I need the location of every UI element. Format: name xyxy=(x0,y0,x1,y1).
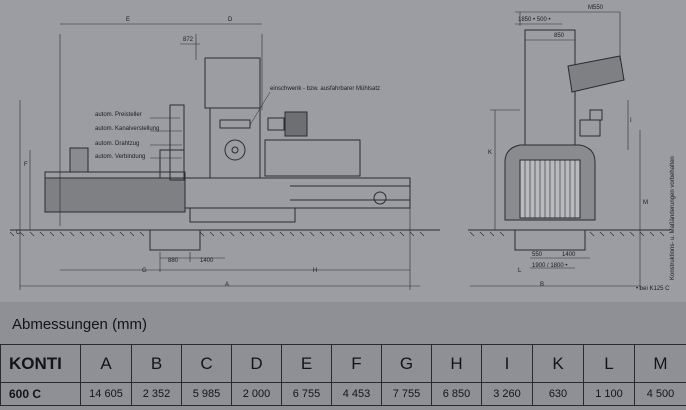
dimension-550-front: 550 xyxy=(532,252,543,258)
dimension-1400-front: 1400 xyxy=(562,252,576,258)
table-header-row: KONTI A B C D E F G H I K L M xyxy=(0,344,686,383)
header-b: B xyxy=(131,344,182,383)
dimension-872: 872 xyxy=(183,37,194,43)
dimension-letter-k: K xyxy=(488,150,493,156)
dimensions-table: KONTI A B C D E F G H I K L M 600 C 14 6… xyxy=(0,344,686,406)
label-mill: einschwenk - bzw. ausfahrbarer Mühlsatz xyxy=(270,86,381,92)
cell-i: 3 260 xyxy=(481,382,533,406)
cell-k: 630 xyxy=(532,382,584,406)
cell-f: 4 453 xyxy=(331,382,382,406)
header-e: E xyxy=(281,344,332,383)
cell-model: 600 C xyxy=(0,382,81,406)
header-k: K xyxy=(532,344,584,383)
header-g: G xyxy=(381,344,432,383)
label-presser: autom. Preisteller xyxy=(95,112,142,118)
label-wire: autom. Drahtzug xyxy=(95,141,140,147)
header-i: I xyxy=(481,344,533,383)
technical-drawing: E D 872 F C 880 1400 G H A autom. Preist… xyxy=(0,0,686,302)
cell-m: 4 500 xyxy=(634,382,686,406)
dimension-letter-i: I xyxy=(630,118,632,124)
dimension-letter-d: D xyxy=(228,17,233,23)
header-h: H xyxy=(431,344,482,383)
dimension-letter-l: L xyxy=(518,268,522,274)
header-f: F xyxy=(331,344,382,383)
drawing-reference: • bei K125 C xyxy=(636,286,670,292)
dimension-1900-1800: 1900 / 1800 • xyxy=(532,263,568,269)
header-m: M xyxy=(634,344,686,383)
table-row: 600 C 14 605 2 352 5 985 2 000 6 755 4 4… xyxy=(0,382,686,406)
dimension-letter-e: E xyxy=(126,17,131,23)
dimension-m550: M550 xyxy=(588,5,604,11)
dimension-letter-f: F xyxy=(24,162,28,168)
dimension-letter-a: A xyxy=(225,282,230,288)
label-binder: autom. Verbindung xyxy=(95,154,146,160)
cell-g: 7 755 xyxy=(381,382,432,406)
vertical-note: Konstruktions- u. Maßänderungen vorbehal… xyxy=(670,156,676,280)
dimension-880: 880 xyxy=(168,258,179,264)
dimension-letter-g: G xyxy=(142,268,147,274)
cell-b: 2 352 xyxy=(131,382,182,406)
dimension-1850-500: 1850 • 500 • xyxy=(518,17,551,23)
header-a: A xyxy=(80,344,132,383)
dimension-letter-h: H xyxy=(313,268,318,274)
header-c: C xyxy=(181,344,232,383)
header-l: L xyxy=(583,344,635,383)
cell-a: 14 605 xyxy=(80,382,132,406)
dimension-1400-side: 1400 xyxy=(200,258,214,264)
technical-drawing-lines xyxy=(9,11,670,290)
cell-d: 2 000 xyxy=(231,382,282,406)
label-channel: autom. Kanalverstellung xyxy=(95,126,160,132)
dimension-letter-b: B xyxy=(540,282,545,288)
header-model: KONTI xyxy=(0,344,81,383)
dimensions-table-section: Abmessungen (mm) KONTI A B C D E F G H I… xyxy=(0,302,686,410)
cell-h: 6 850 xyxy=(431,382,482,406)
dimension-850: 850 xyxy=(554,33,565,39)
header-d: D xyxy=(231,344,282,383)
cell-c: 5 985 xyxy=(181,382,232,406)
dimension-letter-c: C xyxy=(16,230,21,236)
table-title: Abmessungen (mm) xyxy=(12,316,148,333)
cell-e: 6 755 xyxy=(281,382,332,406)
dimension-letter-m: M xyxy=(643,200,648,206)
cell-l: 1 100 xyxy=(583,382,635,406)
